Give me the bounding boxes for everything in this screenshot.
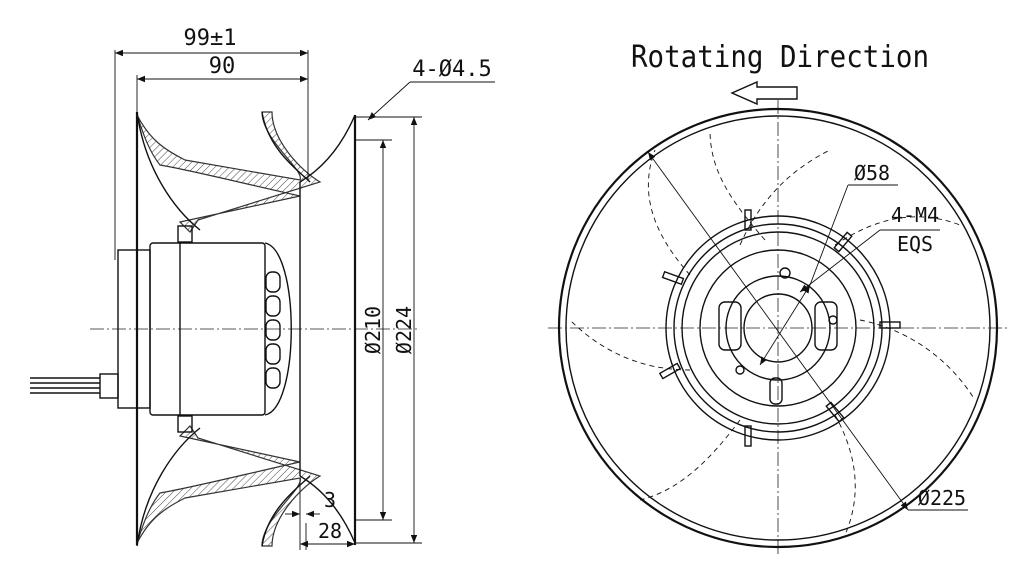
motor-housing	[149, 242, 266, 416]
dim-thread-holes: 4-M4	[891, 203, 939, 227]
screw-hole-left	[735, 365, 745, 375]
dim-outer-diameter: Ø224	[392, 306, 416, 354]
inlet-cone-bottom	[299, 475, 356, 544]
dim-mount-holes: 4-Ø4.5	[412, 57, 491, 82]
rotating-direction-title: Rotating Direction	[631, 40, 929, 75]
side-view: 99±1 90 4-Ø4.5 Ø210 Ø224 3 28	[30, 26, 495, 550]
cooling-slots	[265, 271, 281, 389]
dim-flange-thickness: 3	[324, 488, 336, 512]
dim-inner-diameter: Ø210	[361, 306, 385, 354]
power-cable	[30, 373, 119, 399]
front-view: Rotating Direction	[548, 40, 1010, 556]
dim-flange-depth: 28	[318, 519, 342, 543]
lower-hub-clamp	[177, 415, 193, 433]
inlet-cone-top	[299, 114, 356, 183]
dim-thread-note: EQS	[897, 232, 933, 256]
motor-rotor-dome	[264, 242, 292, 416]
impeller-outer-ring	[557, 107, 999, 549]
cable-grommet	[769, 377, 783, 405]
rotation-arrow-icon	[730, 80, 798, 106]
dim-hub-diameter: Ø58	[854, 161, 890, 185]
dim-overall-length: 99±1	[184, 26, 237, 51]
dim-line-225	[647, 151, 909, 511]
lower-impeller-profile	[136, 425, 322, 547]
dim-impeller-diameter: Ø225	[918, 486, 966, 510]
dim-motor-length: 90	[209, 54, 236, 79]
dim-line-58	[759, 284, 811, 366]
lower-blade-curve	[136, 427, 201, 547]
upper-hub-clamp	[177, 225, 193, 243]
impeller-inner-ring	[565, 115, 991, 541]
screw-hole-right	[828, 315, 838, 325]
leader-mount-holes	[367, 81, 411, 121]
upper-blade-curve	[136, 111, 201, 231]
impeller-blades	[569, 129, 976, 536]
upper-impeller-profile	[136, 111, 322, 233]
